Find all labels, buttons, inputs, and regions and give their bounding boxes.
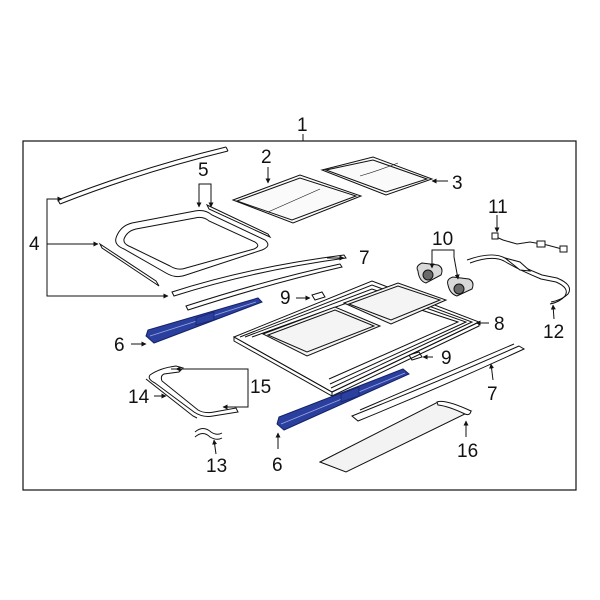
part-rear-glass [231,174,363,224]
part-wiring-harness [491,232,568,253]
callout-7-lower: 7 [487,384,498,405]
part-sunshade-frame [115,210,269,278]
part-sunshade-roll [318,400,473,473]
leader-lines [46,167,556,455]
callout-11: 11 [488,197,508,218]
assembly-frame [22,140,577,491]
callout-14: 14 [128,387,150,408]
part-sunroof-frame [232,280,481,397]
callout-8: 8 [494,314,505,335]
part-motor-units [416,262,474,297]
callout-13: 13 [206,456,227,477]
part-hose [194,428,223,440]
part-deflector-left [145,297,263,344]
part-drain-seal [145,365,239,419]
callout-1: 1 [297,115,308,136]
part-drive-cable [466,254,571,305]
callout-7-upper: 7 [359,248,370,269]
callout-15: 15 [250,377,271,398]
part-rail-strip [98,203,272,287]
callout-4: 4 [29,234,40,255]
callout-9-upper: 9 [280,288,291,309]
callout-5: 5 [198,160,209,181]
part-side-trim-upper [171,254,347,311]
callout-2: 2 [261,147,272,168]
callout-6-left: 6 [114,335,125,356]
part-clip-upper [311,291,326,301]
part-deflector-right [276,368,410,431]
callout-3: 3 [452,173,463,194]
part-side-trim-lower [351,343,526,422]
callout-12: 12 [543,322,564,343]
callout-16: 16 [457,441,478,462]
callout-10: 10 [432,229,453,250]
callout-9-lower: 9 [441,348,452,369]
callout-6-right: 6 [272,455,283,476]
